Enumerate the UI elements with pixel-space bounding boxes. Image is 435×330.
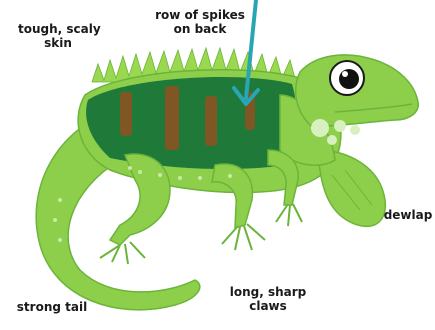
front-claws <box>222 224 265 250</box>
label-dewlap: dewlap <box>382 208 434 222</box>
label-spikes-line-2: on back <box>150 22 250 36</box>
far-front-claws <box>276 204 302 226</box>
label-skin-line-1: tough, scaly <box>18 22 98 36</box>
front-leg <box>212 164 252 228</box>
label-claws-line-2: claws <box>222 299 314 313</box>
label-claws: long, sharp claws <box>222 285 314 313</box>
label-spikes-line-1: row of spikes <box>150 8 250 22</box>
label-spikes: row of spikes on back <box>150 8 250 36</box>
iguana-eye <box>330 61 364 95</box>
label-claws-line-1: long, sharp <box>222 285 314 299</box>
label-skin-line-2: skin <box>18 36 98 50</box>
back-claws <box>100 242 145 264</box>
back-patch <box>86 77 296 169</box>
label-tail: strong tail <box>12 300 92 314</box>
label-skin: tough, scaly skin <box>18 22 98 50</box>
